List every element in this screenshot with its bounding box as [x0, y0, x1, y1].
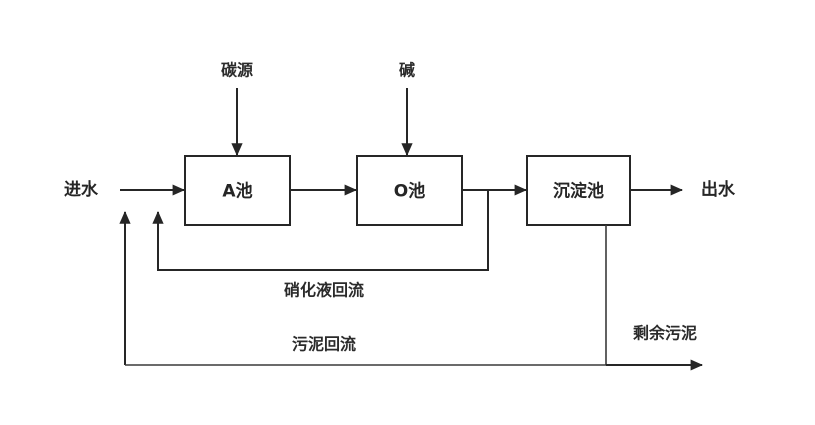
- clarifier-label: 沉淀池: [553, 181, 604, 202]
- anoxic-tank-label: A池: [222, 181, 252, 202]
- carbon-source-label: 碳源: [221, 61, 253, 80]
- nitrified-liquor-return-path: [152, 190, 489, 271]
- effluent-label: 出水: [701, 179, 736, 200]
- sludge-return-label: 污泥回流: [292, 335, 356, 354]
- node-anoxic-tank[interactable]: A池: [184, 155, 291, 226]
- clarifier-rect: [526, 155, 631, 226]
- anoxic-tank-rect: [184, 155, 291, 226]
- alkali-label: 碱: [399, 61, 415, 80]
- node-clarifier[interactable]: 沉淀池: [526, 155, 631, 226]
- node-oxic-tank[interactable]: O池: [356, 155, 463, 226]
- nitrified-liquor-return-label: 硝化液回流: [284, 281, 364, 300]
- oxic-tank-rect: [356, 155, 463, 226]
- oxic-tank-label: O池: [394, 181, 425, 202]
- excess-sludge-label: 剩余污泥: [633, 324, 697, 343]
- influent-label: 进水: [64, 179, 99, 200]
